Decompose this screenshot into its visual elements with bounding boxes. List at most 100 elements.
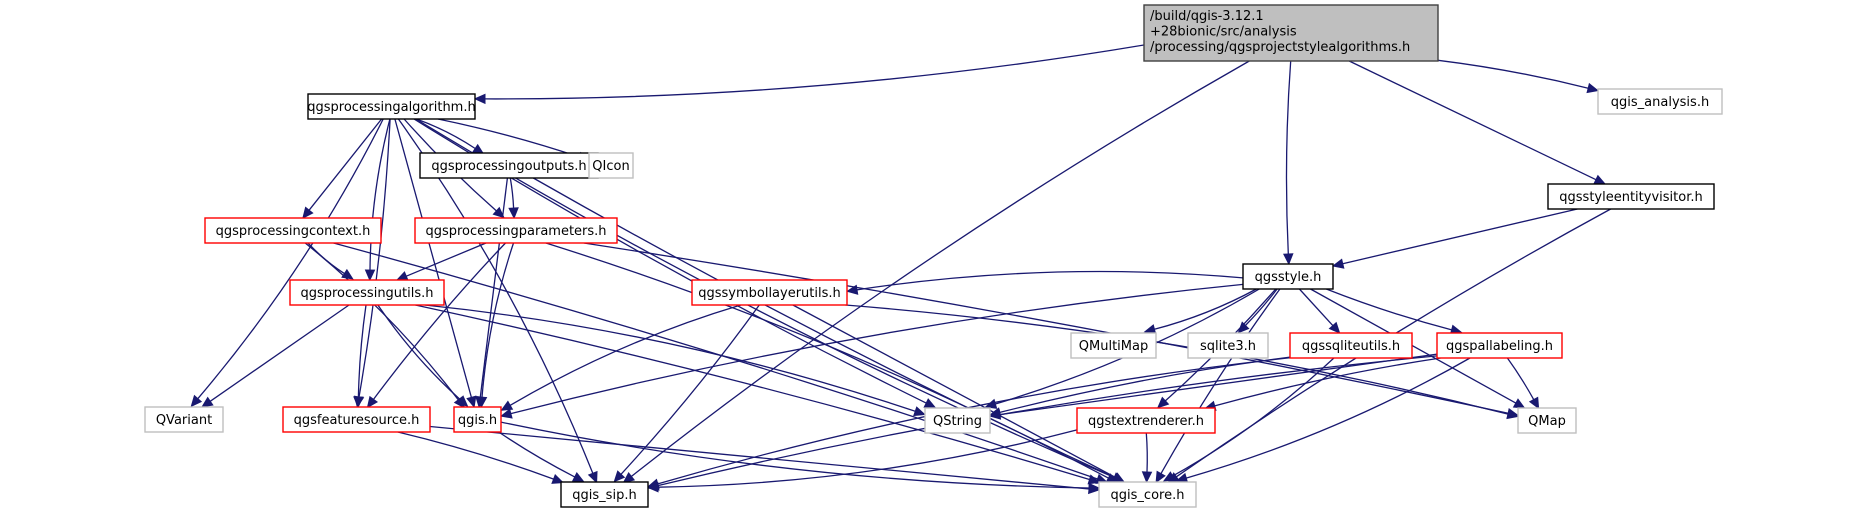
arrowhead-icon xyxy=(551,474,565,484)
edge-qgis-to-qgis_core xyxy=(500,421,1101,494)
edge-qgsprocessingparameters-to-qgsfeaturesource xyxy=(366,242,506,409)
edge-qgsprocessingutils-to-qgis_core xyxy=(415,304,1101,485)
edge-qgsprocessingcontext-to-qgis xyxy=(304,242,466,409)
edge-line xyxy=(1348,60,1597,181)
edge-qgsprocessingcontext-to-qgsprocessingutils xyxy=(307,242,354,280)
edge-line xyxy=(583,242,1509,414)
edge-line xyxy=(792,304,1116,478)
arrowhead-icon xyxy=(500,400,514,411)
node-box xyxy=(453,406,502,433)
node-label: qgsprocessingalgorithm.h xyxy=(307,100,475,115)
arrowhead-icon xyxy=(366,395,379,409)
edge-qgsstyle-to-qgssqliteutils xyxy=(1298,288,1341,334)
edge-line xyxy=(657,355,1438,487)
node-box xyxy=(144,406,224,433)
arrowhead-icon xyxy=(1512,398,1526,409)
node-box xyxy=(1187,332,1269,359)
arrowhead-icon xyxy=(1593,174,1607,185)
node-box xyxy=(588,152,634,179)
node-qgsprocessingutils[interactable]: qgsprocessingutils.h xyxy=(289,279,445,306)
edge-qgstextrenderer-to-qgis_core xyxy=(1141,432,1153,484)
edge-root-to-qgis_analysis xyxy=(1437,59,1600,94)
node-box xyxy=(1517,407,1577,434)
edge-line xyxy=(394,118,473,398)
arrowhead-icon xyxy=(1141,471,1153,484)
node-label: qgspallabeling.h xyxy=(1446,339,1553,354)
edge-line xyxy=(415,304,1090,481)
arrowhead-icon xyxy=(923,398,937,409)
arrowhead-icon xyxy=(1156,396,1170,409)
node-qgsprocessingalgorithm[interactable]: qgsprocessingalgorithm.h xyxy=(307,93,476,120)
node-label: qgssqliteutils.h xyxy=(1302,339,1400,354)
edge-qgsprocessingalgorithm-to-qvariant xyxy=(190,118,384,408)
edge-line xyxy=(1214,357,1441,407)
node-box xyxy=(1436,332,1563,359)
arrowhead-icon xyxy=(1162,471,1176,482)
node-qgstextrenderer[interactable]: qgstextrenderer.h xyxy=(1076,407,1216,434)
edge-line xyxy=(532,177,1115,478)
edge-qgis-to-qgis_sip xyxy=(498,431,585,483)
node-label: /processing/qgsprojectstylealgorithms.h xyxy=(1150,40,1410,55)
node-qgis-sip[interactable]: qgis_sip.h xyxy=(560,481,649,508)
node-root[interactable]: /build/qgis-3.12.1+28bionic/src/analysis… xyxy=(1143,4,1439,62)
edge-line xyxy=(416,118,476,150)
edge-qgsstyleentityvisitor-to-qgsstyle xyxy=(1331,208,1578,269)
node-box xyxy=(1242,263,1334,290)
arrowhead-icon xyxy=(913,406,926,417)
edge-line xyxy=(509,177,515,209)
edge-line xyxy=(424,304,916,412)
arrowhead-icon xyxy=(1506,408,1519,420)
node-qgsprocessingparameters[interactable]: qgsprocessingparameters.h xyxy=(414,217,618,244)
node-qgis-core: qgis_core.h xyxy=(1098,481,1197,508)
node-qgsfeaturesource[interactable]: qgsfeaturesource.h xyxy=(282,406,431,433)
node-qgssymbollayerutils[interactable]: qgssymbollayerutils.h xyxy=(691,279,848,306)
edge-root-to-qgsprocessingalgorithm xyxy=(473,44,1145,105)
edge-line xyxy=(999,356,1291,414)
node-label: qgstextrenderer.h xyxy=(1088,414,1204,429)
node-qgsstyle[interactable]: qgsstyle.h xyxy=(1242,263,1334,290)
edge-line xyxy=(1186,357,1471,479)
node-qgsprocessingcontext[interactable]: qgsprocessingcontext.h xyxy=(204,217,382,244)
node-label: sqlite3.h xyxy=(1200,339,1256,354)
arrowhead-icon xyxy=(190,394,203,408)
node-qgsprocessingoutputs[interactable]: qgsprocessingoutputs.h xyxy=(419,152,599,179)
edge-qgspallabeling-to-qgstextrenderer xyxy=(1203,357,1441,411)
edge-line xyxy=(308,118,383,211)
edge-qgsprocessingparameters-to-qgis xyxy=(476,242,515,409)
node-qgspallabeling[interactable]: qgspallabeling.h xyxy=(1436,332,1563,359)
edge-qgsprocessingcontext-to-qgis_core xyxy=(333,242,1109,484)
arrowhead-icon xyxy=(1088,482,1101,494)
node-label: qgsprocessingutils.h xyxy=(300,286,433,301)
arrowhead-icon xyxy=(508,207,519,220)
edge-line xyxy=(1145,432,1148,473)
edge-line xyxy=(397,431,554,480)
node-qstring: QString xyxy=(924,407,991,434)
node-qgssqliteutils[interactable]: qgssqliteutils.h xyxy=(1289,332,1413,359)
node-box xyxy=(1547,183,1715,210)
edge-qgsfeaturesource-to-qgis_sip xyxy=(397,431,565,484)
edge-root-to-qgsstyle xyxy=(1283,60,1294,266)
edge-line xyxy=(481,242,515,398)
node-label: /build/qgis-3.12.1 xyxy=(1150,9,1264,24)
node-box xyxy=(414,217,618,244)
arrowhead-icon xyxy=(1528,396,1540,410)
edge-line xyxy=(498,431,575,478)
arrowhead-icon xyxy=(476,396,488,409)
node-qvariant: QVariant xyxy=(144,406,224,433)
node-qgis[interactable]: qgis.h xyxy=(453,406,502,433)
node-qgsstyleentityvisitor[interactable]: qgsstyleentityvisitor.h xyxy=(1547,183,1715,210)
edge-qgsstyle-to-qgis xyxy=(500,283,1244,419)
edge-line xyxy=(1172,357,1335,477)
node-box xyxy=(1070,332,1157,359)
edge-qgsprocessingalgorithm-to-qgsprocessingoutputs xyxy=(416,118,485,155)
arrowhead-icon xyxy=(341,268,354,280)
edge-qgsfeaturesource-to-qgis_core xyxy=(429,425,1101,495)
node-label: QVariant xyxy=(156,413,212,428)
edge-line xyxy=(406,242,487,277)
edge-qgssymbollayerutils-to-qgis xyxy=(500,304,741,411)
edge-qgsprocessingutils-to-qvariant xyxy=(200,304,350,408)
node-box xyxy=(560,481,649,508)
node-label: qgsstyleentityvisitor.h xyxy=(1559,190,1702,205)
node-box xyxy=(691,279,848,306)
node-box xyxy=(282,406,431,433)
